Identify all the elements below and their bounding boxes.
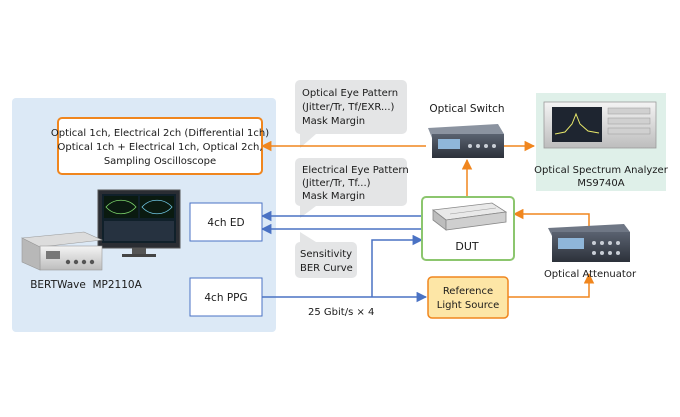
callout-electrical-eye: Electrical Eye Pattern (Jitter/Tr, Tf...… (295, 158, 409, 218)
optical-switch-device (428, 124, 504, 158)
callout-sensitivity: Sensitivity BER Curve (295, 232, 357, 278)
reference-line2: Light Source (437, 300, 499, 311)
oscilloscope-line2: Optical 1ch + Electrical 1ch, Optical 2c… (57, 142, 262, 153)
callout-optical-eye-line1: Optical Eye Pattern (302, 88, 398, 99)
spectrum-analyzer-device (543, 101, 657, 149)
electrical-connections (260, 210, 428, 303)
ppg-to-dut-arrow (371, 234, 424, 297)
signal-rate-label: 25 Gbit/s × 4 (308, 307, 374, 318)
bertwave-device (20, 189, 181, 271)
callout-sensitivity-line1: Sensitivity (300, 249, 352, 260)
reference-to-attenuator-arrow (508, 272, 595, 298)
optical-attenuator-label: Optical Attenuator (544, 269, 637, 280)
callout-sensitivity-line2: BER Curve (300, 263, 353, 274)
oscilloscope-line3: Sampling Oscilloscope (104, 156, 216, 167)
optical-switch-label: Optical Switch (429, 103, 504, 115)
dut-label: DUT (455, 240, 479, 253)
callout-optical-eye-line3: Mask Margin (302, 116, 365, 127)
optical-connections (260, 140, 595, 298)
ppg-label: 4ch PPG (204, 292, 247, 304)
ed-box: 4ch ED (189, 202, 263, 242)
dut-module-icon (431, 202, 508, 231)
dut-box: DUT (421, 196, 515, 261)
ed-label: 4ch ED (207, 217, 244, 229)
oscilloscope-line1: Optical 1ch, Electrical 2ch (Differentia… (51, 128, 269, 139)
reference-line1: Reference (443, 286, 493, 297)
callout-electrical-eye-line2: (Jitter/Tr, Tf...) (302, 178, 371, 189)
callout-optical-eye: Optical Eye Pattern (Jitter/Tr, Tf/EXR..… (295, 80, 407, 148)
optical-attenuator-device (548, 224, 630, 262)
attenuator-to-dut-arrow (512, 208, 590, 226)
callout-optical-eye-line2: (Jitter/Tr, Tf/EXR...) (302, 102, 395, 113)
reference-light-source-box: Reference Light Source (427, 276, 509, 319)
bertwave-label: BERTWave MP2110A (30, 279, 142, 291)
callout-electrical-eye-line1: Electrical Eye Pattern (302, 165, 409, 176)
ppg-box: 4ch PPG (189, 277, 263, 317)
sampling-oscilloscope-box: Optical 1ch, Electrical 2ch (Differentia… (51, 117, 269, 175)
spectrum-analyzer-label-2: MS9740A (577, 178, 624, 189)
callout-electrical-eye-line3: Mask Margin (302, 191, 365, 202)
spectrum-analyzer-label-1: Optical Spectrum Analyzer (534, 165, 669, 176)
